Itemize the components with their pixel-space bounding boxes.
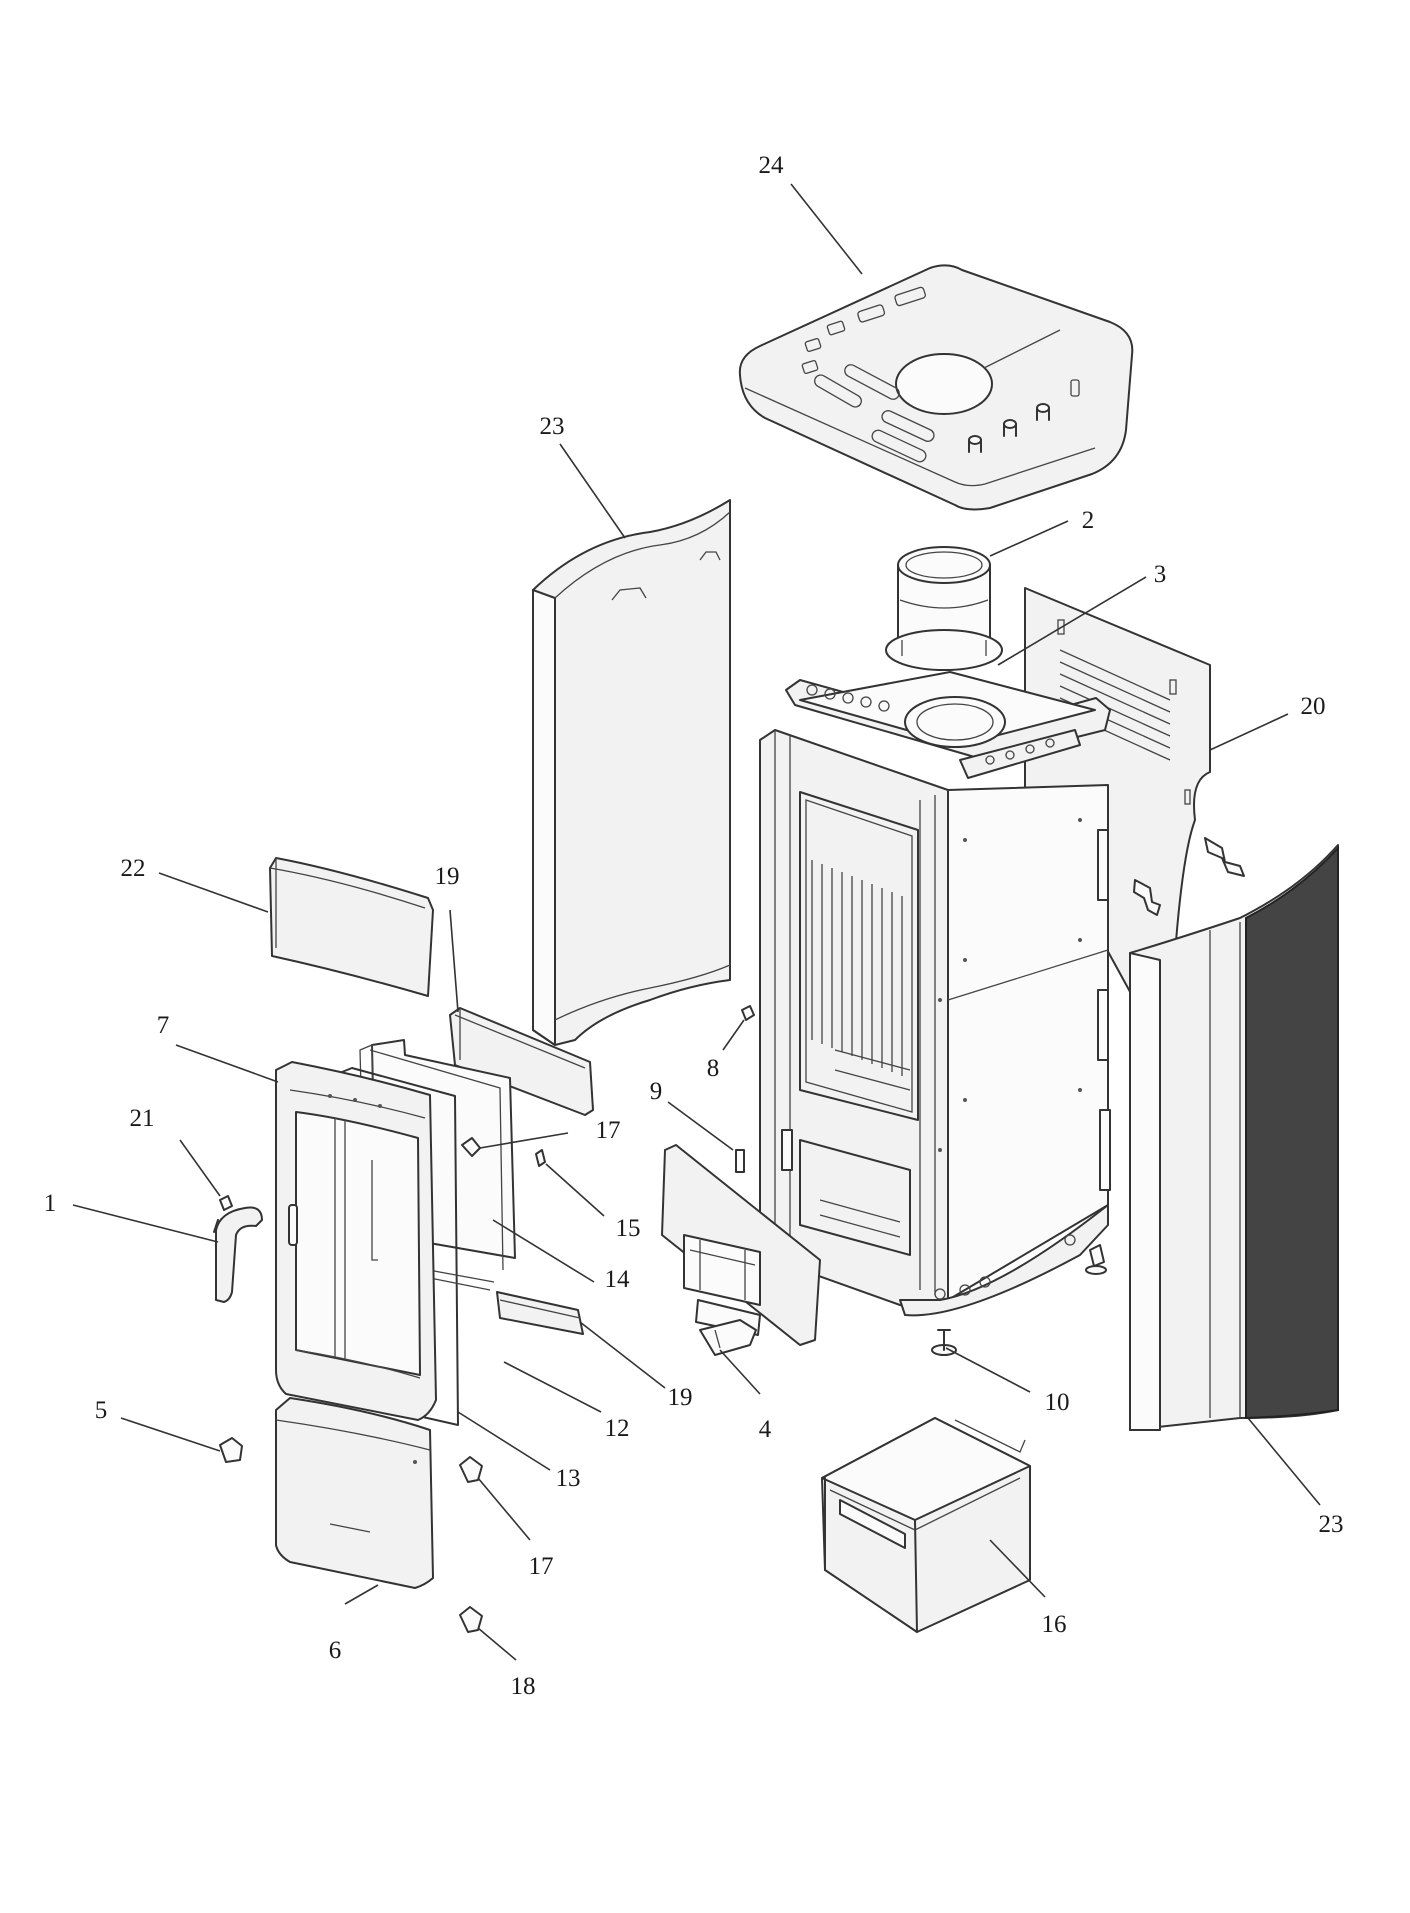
part-stove-body [735,671,1111,1317]
label-13: 13 [556,1465,581,1492]
leader-23-top [559,443,626,539]
part-flue-pipe [885,546,1003,671]
leader-7 [175,1044,279,1083]
leader-21 [179,1139,221,1197]
label-12: 12 [605,1415,630,1442]
label-1: 1 [44,1190,57,1217]
label-15: 15 [616,1215,641,1242]
label-10: 10 [1045,1389,1070,1416]
label-19-bottom: 19 [668,1384,693,1411]
part-back-panel [1024,587,1245,1011]
label-5: 5 [95,1397,108,1424]
leader-17-mid [479,1132,569,1149]
label-21: 21 [130,1105,155,1132]
leader-23-right [1247,1417,1321,1506]
part-adjustable-foot [931,1265,1107,1356]
label-16: 16 [1042,1611,1067,1638]
leader-19-top [449,909,459,1013]
leader-9 [667,1101,734,1151]
leader-16 [989,1539,1046,1598]
label-22: 22 [121,855,146,882]
label-3: 3 [1154,561,1167,588]
leader-8 [722,1019,745,1051]
label-8: 8 [707,1055,720,1082]
label-4: 4 [759,1416,772,1443]
leader-12 [503,1361,602,1413]
leader-4 [719,1349,761,1395]
leader-18 [477,1627,517,1661]
label-23-top: 23 [540,413,565,440]
part-top-trim-bar [269,857,434,997]
label-14: 14 [605,1266,631,1293]
label-23-right: 23 [1319,1511,1344,1538]
part-side-panel-left [532,499,731,1046]
label-9: 9 [650,1078,663,1105]
label-17-bottom: 17 [529,1553,554,1580]
label-18: 18 [511,1673,536,1700]
label-6: 6 [329,1637,342,1664]
part-door-frame [275,1061,437,1421]
part-side-panel-right [1129,844,1339,1431]
part-small-clips [219,1005,755,1633]
part-lower-bracket [699,1319,757,1356]
part-handle [213,1195,263,1303]
leader-14 [492,1219,595,1283]
label-19-top: 19 [435,863,460,890]
leader-lines [72,183,1321,1661]
label-20: 20 [1301,693,1326,720]
label-17-mid: 17 [596,1117,621,1144]
leader-1 [72,1204,219,1243]
leader-24 [790,183,863,275]
leader-13 [457,1411,551,1471]
leader-19-bottom [579,1321,666,1389]
label-2: 2 [1082,507,1095,534]
part-top-cover [738,264,1134,511]
leader-15 [545,1163,605,1217]
leader-17-bottom [477,1477,531,1541]
part-ash-drawer [821,1417,1031,1633]
leader-5 [120,1417,221,1452]
leader-20 [1209,713,1289,751]
leader-6 [344,1584,379,1605]
label-24: 24 [759,152,785,179]
leader-22 [158,872,269,913]
leader-2 [989,520,1069,557]
part-lower-door-panel [275,1397,434,1589]
leader-3 [997,576,1147,666]
label-7: 7 [157,1012,170,1039]
part-control-plate [661,1144,821,1346]
leader-10 [945,1347,1031,1393]
part-bracket-bar-bottom [496,1291,584,1335]
part-labels: 24 23 2 3 20 22 19 7 8 9 17 21 1 15 14 1… [44,152,1344,1700]
